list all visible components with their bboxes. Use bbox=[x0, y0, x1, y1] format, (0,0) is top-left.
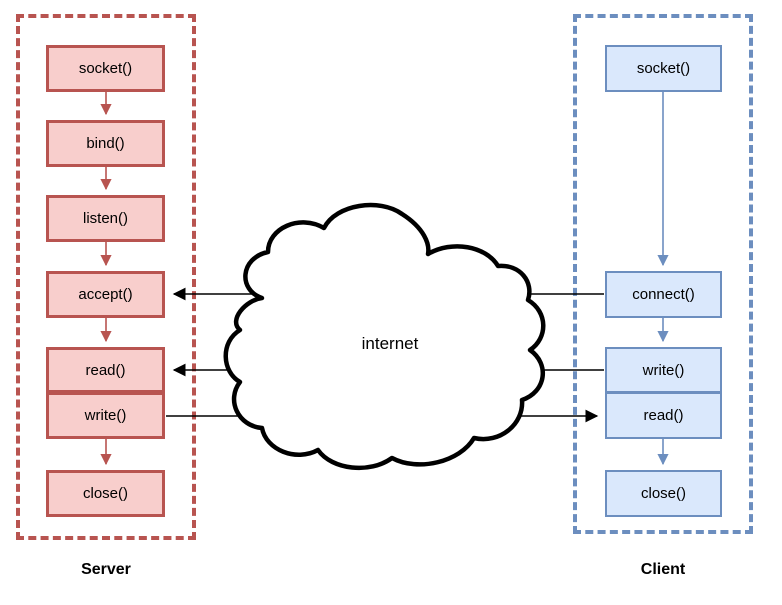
node-label: connect() bbox=[632, 286, 695, 303]
node-client-connect[interactable]: connect() bbox=[605, 271, 722, 318]
node-label: listen() bbox=[82, 210, 128, 227]
node-label: close() bbox=[82, 485, 128, 502]
internet-label: internet bbox=[361, 334, 419, 353]
node-label: write() bbox=[84, 407, 127, 424]
node-server-close[interactable]: close() bbox=[46, 470, 165, 517]
client-caption: Client bbox=[640, 561, 686, 578]
node-label: read() bbox=[643, 407, 684, 424]
server-caption: Server bbox=[81, 561, 131, 578]
node-client-close[interactable]: close() bbox=[605, 470, 722, 517]
node-server-bind[interactable]: bind() bbox=[46, 120, 165, 167]
node-server-read[interactable]: read() bbox=[46, 347, 165, 393]
node-server-socket[interactable]: socket() bbox=[46, 45, 165, 92]
node-label: socket() bbox=[78, 60, 133, 77]
network-link-lines bbox=[166, 287, 604, 423]
node-label: close() bbox=[640, 485, 686, 502]
node-client-read[interactable]: read() bbox=[605, 393, 722, 439]
node-label: accept() bbox=[78, 286, 133, 303]
server-group-container bbox=[16, 14, 196, 540]
node-client-write[interactable]: write() bbox=[605, 347, 722, 393]
client-group-container bbox=[573, 14, 753, 534]
node-label: bind() bbox=[86, 135, 125, 152]
node-server-write[interactable]: write() bbox=[46, 393, 165, 439]
node-server-listen[interactable]: listen() bbox=[46, 195, 165, 242]
node-label: socket() bbox=[636, 60, 691, 77]
node-server-accept[interactable]: accept() bbox=[46, 271, 165, 318]
node-label: read() bbox=[85, 361, 126, 379]
node-client-socket[interactable]: socket() bbox=[605, 45, 722, 92]
node-label: write() bbox=[642, 361, 685, 379]
